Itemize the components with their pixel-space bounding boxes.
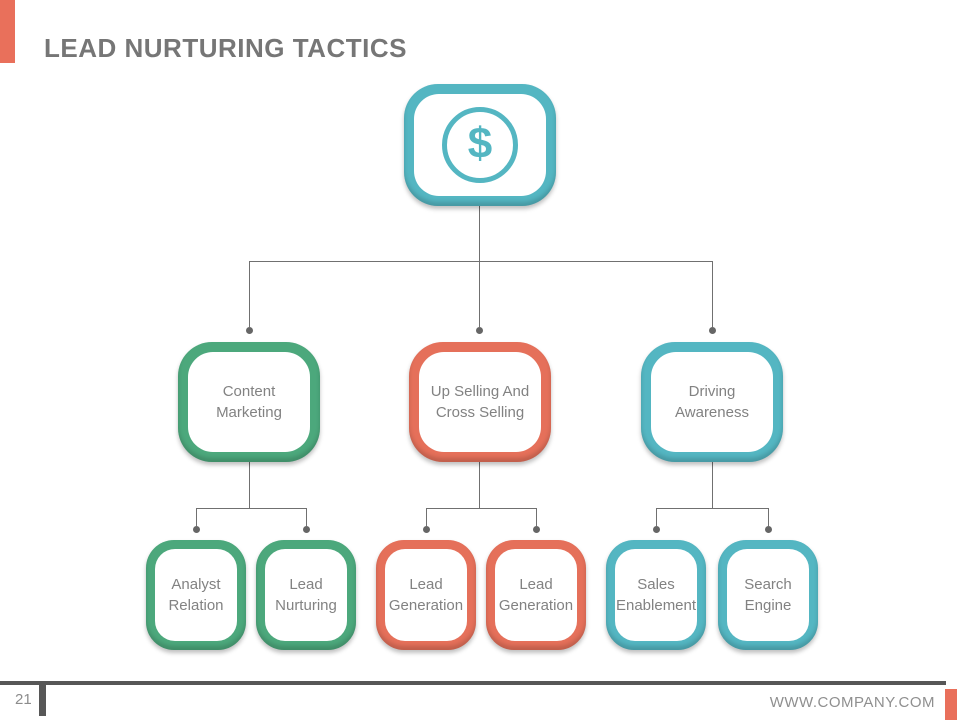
connector-line — [426, 508, 537, 509]
tree-node-search-engine: Search Engine — [718, 540, 818, 650]
tree-node-sales-enablement: Sales Enablement — [606, 540, 706, 650]
tree-node-label: Lead Generation — [495, 549, 577, 641]
dollar-symbol: $ — [467, 118, 493, 168]
tree-node-label: Search Engine — [727, 549, 809, 641]
tree-node-label: Analyst Relation — [155, 549, 237, 641]
page-title: LEAD NURTURING TACTICS — [44, 33, 407, 64]
tree-node-label: Sales Enablement — [615, 549, 697, 641]
tree-node-label: Driving Awareness — [651, 352, 773, 452]
tree-node-root-body: $ — [414, 94, 546, 196]
connector-line — [249, 261, 250, 327]
tree-node-up-selling-cross-selling: Up Selling And Cross Selling — [409, 342, 551, 462]
tree-node-driving-awareness: Driving Awareness — [641, 342, 783, 462]
connector-line — [249, 462, 250, 508]
page-number: 21 — [15, 691, 32, 708]
tree-node-lead-generation-2: Lead Generation — [486, 540, 586, 650]
connector-line — [536, 508, 537, 526]
connector-dot — [476, 327, 483, 334]
tree-node-lead-generation-1: Lead Generation — [376, 540, 476, 650]
footer-website: WWW.COMPANY.COM — [769, 694, 935, 711]
tree-node-lead-nurturing: Lead Nurturing — [256, 540, 356, 650]
tree-node-analyst-relation: Analyst Relation — [146, 540, 246, 650]
tree-node-label: Lead Generation — [385, 549, 467, 641]
connector-dot — [423, 526, 430, 533]
title-accent-bar — [0, 0, 15, 63]
connector-dot — [533, 526, 540, 533]
connector-line — [426, 508, 427, 526]
tree-node-label: Content Marketing — [188, 352, 310, 452]
connector-line — [306, 508, 307, 526]
connector-dot — [246, 327, 253, 334]
dollar-icon: $ — [442, 107, 518, 183]
connector-line — [196, 508, 197, 526]
tree-node-label: Lead Nurturing — [265, 549, 347, 641]
connector-line — [479, 206, 480, 261]
connector-line — [768, 508, 769, 526]
footer-accent-bar — [945, 689, 957, 720]
connector-dot — [653, 526, 660, 533]
connector-line — [656, 508, 657, 526]
footer-separator-bar — [39, 681, 46, 716]
connector-line — [249, 261, 713, 262]
connector-line — [196, 508, 307, 509]
connector-line — [656, 508, 769, 509]
tree-node-content-marketing: Content Marketing — [178, 342, 320, 462]
footer-divider-line — [0, 681, 946, 685]
connector-line — [479, 462, 480, 508]
tree-node-label: Up Selling And Cross Selling — [419, 352, 541, 452]
connector-dot — [709, 327, 716, 334]
connector-line — [712, 261, 713, 327]
connector-line — [712, 462, 713, 508]
connector-line — [479, 261, 480, 327]
connector-dot — [303, 526, 310, 533]
connector-dot — [765, 526, 772, 533]
tree-node-root: $ — [404, 84, 556, 206]
connector-dot — [193, 526, 200, 533]
